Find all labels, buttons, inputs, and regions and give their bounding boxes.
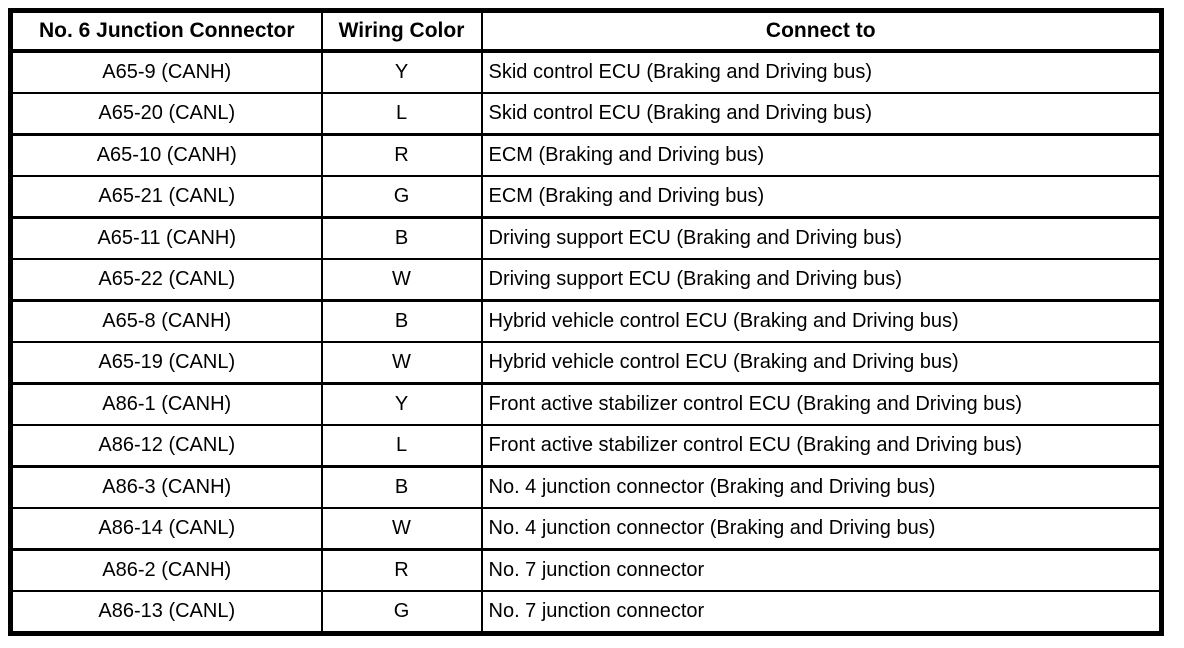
connect-to-cell: Hybrid vehicle control ECU (Braking and … [481,299,1162,342]
column-header-connector: No. 6 Junction Connector [10,10,323,53]
wiring-color-cell: W [321,507,483,550]
wiring-color-cell: W [321,258,483,301]
connector-cell: A65-11 (CANH) [10,216,323,259]
connect-to-cell: No. 7 junction connector [481,590,1162,634]
connector-cell: A86-12 (CANL) [10,424,323,467]
column-header-wiring-color: Wiring Color [321,10,483,53]
wiring-color-cell: B [321,465,483,508]
connect-to-cell: ECM (Braking and Driving bus) [481,175,1162,218]
wiring-color-cell: Y [321,51,483,93]
connector-cell: A86-3 (CANH) [10,465,323,508]
connector-cell: A65-19 (CANL) [10,341,323,384]
junction-connector-wiring-table: No. 6 Junction Connector Wiring Color Co… [8,8,1164,636]
connect-to-cell: Front active stabilizer control ECU (Bra… [481,382,1162,425]
connect-to-cell: No. 4 junction connector (Braking and Dr… [481,465,1162,508]
wiring-color-cell: G [321,590,483,634]
connector-cell: A65-9 (CANH) [10,51,323,93]
table-header: No. 6 Junction Connector Wiring Color Co… [10,10,1162,53]
wiring-color-cell: B [321,299,483,342]
connect-to-cell: ECM (Braking and Driving bus) [481,133,1162,176]
wiring-color-cell: R [321,548,483,591]
wiring-color-cell: B [321,216,483,259]
table-header-row: No. 6 Junction Connector Wiring Color Co… [10,10,1162,53]
connect-to-cell: No. 4 junction connector (Braking and Dr… [481,507,1162,550]
connect-to-cell: Hybrid vehicle control ECU (Braking and … [481,341,1162,384]
connect-to-cell: Driving support ECU (Braking and Driving… [481,258,1162,301]
connector-cell: A65-10 (CANH) [10,133,323,176]
connect-to-cell: Skid control ECU (Braking and Driving bu… [488,61,873,83]
column-header-connect-to: Connect to [481,10,1162,53]
wiring-color-cell: G [321,175,483,218]
wiring-color-cell: Y [321,382,483,425]
connect-to-cell: Driving support ECU (Braking and Driving… [481,216,1162,259]
wiring-color-cell: L [321,424,483,467]
connector-cell: A65-8 (CANH) [10,299,323,342]
connector-cell: A65-21 (CANL) [10,175,323,218]
connector-cell: A86-2 (CANH) [10,548,323,591]
connector-cell: A86-14 (CANL) [10,507,323,550]
connector-cell: A65-22 (CANL) [10,258,323,301]
connect-to-cell: No. 7 junction connector [481,548,1162,591]
connector-cell: A86-1 (CANH) [10,382,323,425]
wiring-color-cell: L [321,92,483,135]
wiring-color-cell: R [321,133,483,176]
connect-to-cell: Front active stabilizer control ECU (Bra… [481,424,1162,467]
connector-cell: A86-13 (CANL) [10,590,323,634]
wiring-color-cell: W [321,341,483,384]
connect-to-cell: Skid control ECU (Braking and Driving bu… [481,92,1162,135]
connector-cell: A65-20 (CANL) [10,92,323,135]
